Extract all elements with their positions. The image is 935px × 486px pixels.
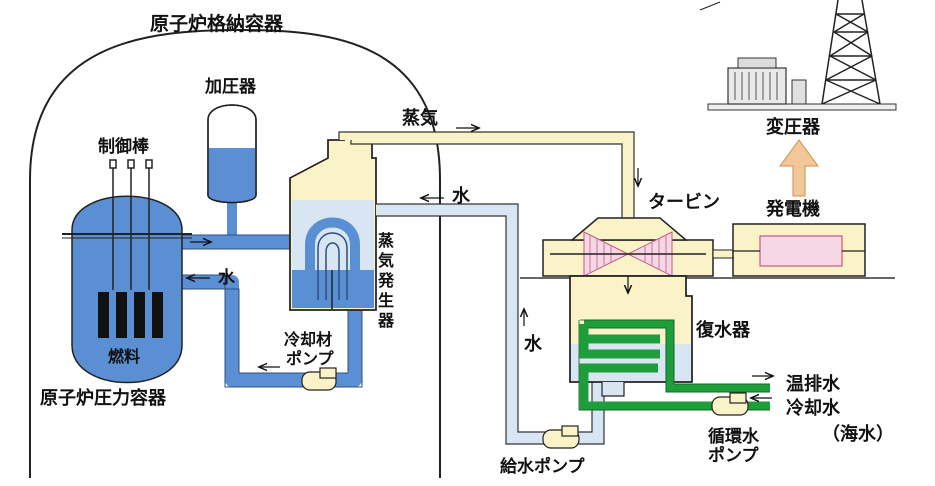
reactor-pressure-vessel-label: 原子炉圧力容器 <box>40 387 167 409</box>
control-rods-label: 制御棒 <box>98 136 150 157</box>
cooling-water-label: 冷却水 <box>786 397 841 419</box>
coolant-pump-label-2: ポンプ <box>286 349 335 368</box>
steam-generator <box>289 139 377 311</box>
fuel-assemblies <box>98 292 163 338</box>
feedwater-line-outline <box>376 203 605 445</box>
cooling-water-outline <box>578 319 770 411</box>
control-rods <box>109 159 153 290</box>
fuel-label: 燃料 <box>108 347 140 366</box>
transformer-icon <box>707 57 897 111</box>
cooling-water-loop <box>579 319 770 411</box>
coolant-pump-label-1: 冷却材 <box>284 330 332 349</box>
turbine-shaft <box>712 249 734 259</box>
condenser-label: 復水器 <box>695 319 751 341</box>
coolant-pump <box>301 367 337 391</box>
water-secondary-label: 水 <box>452 185 471 207</box>
steam-label: 蒸気 <box>402 107 438 129</box>
seawater-label: （海水） <box>822 423 894 445</box>
transmission-tower-icon <box>699 0 881 105</box>
svg-text:気: 気 <box>378 251 394 270</box>
circulating-pump-label-2: ポンプ <box>708 445 759 466</box>
svg-text:生: 生 <box>378 291 394 310</box>
svg-text:器: 器 <box>377 311 395 330</box>
water-primary-label: 水 <box>218 267 236 288</box>
circulating-water-pump <box>711 392 749 416</box>
generator-label: 発電機 <box>765 198 820 220</box>
turbine-label: タービン <box>648 192 720 213</box>
steam-line-outline <box>338 131 635 240</box>
svg-text:発: 発 <box>377 271 395 290</box>
steam-generator-label: 蒸 気 発 生 器 <box>377 231 395 330</box>
svg-text:蒸: 蒸 <box>378 231 394 250</box>
circulating-pump-label-1: 循環水 <box>708 426 760 447</box>
containment-vessel-label: 原子炉格納容器 <box>150 12 284 35</box>
transformer-label: 変圧器 <box>766 116 821 138</box>
steam-line <box>339 132 634 240</box>
turbine <box>542 217 714 277</box>
generator <box>732 223 866 277</box>
pressurizer-label: 加圧器 <box>204 77 257 97</box>
feedwater-line <box>376 204 604 444</box>
feedwater-pump <box>542 425 580 449</box>
power-arrow <box>779 139 819 197</box>
water-return-label: 水 <box>524 333 543 355</box>
feedwater-pump-label: 給水ポンプ <box>500 456 585 477</box>
pressurizer-vessel <box>207 104 257 204</box>
warm-discharge-label: 温排水 <box>786 373 841 395</box>
containment-vessel <box>29 28 441 478</box>
